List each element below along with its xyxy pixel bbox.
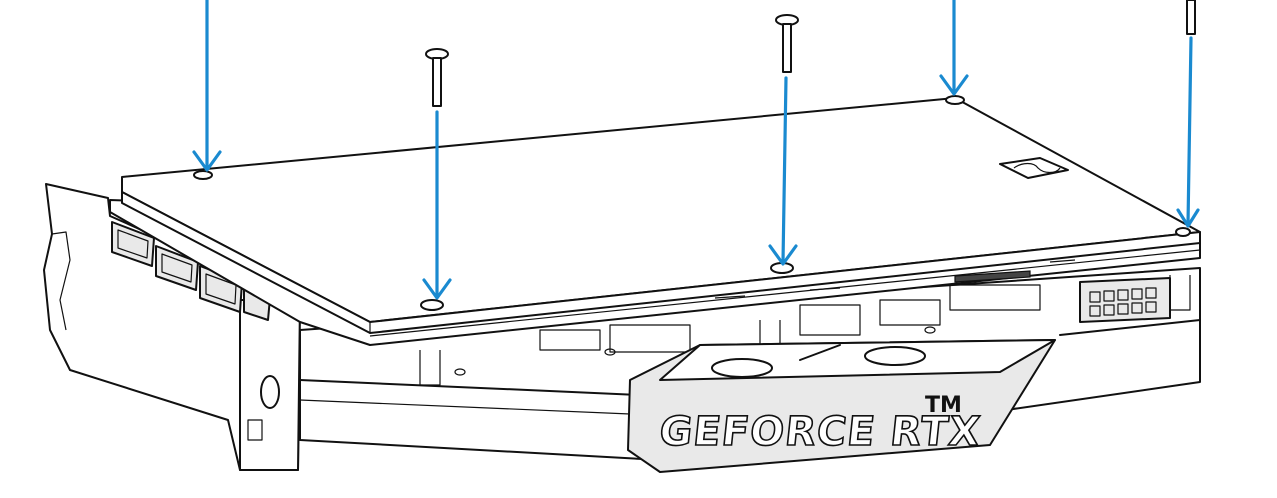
screw-hole-1 bbox=[193, 170, 213, 180]
screw-3 bbox=[1186, 0, 1196, 35]
screw-hole-4 bbox=[420, 299, 444, 311]
brand-label: GEFORCE RTX bbox=[657, 409, 983, 455]
arrow-2 bbox=[422, 110, 452, 300]
display-port-1 bbox=[111, 221, 155, 267]
terminal-block: GEFORCE RTX TM bbox=[627, 339, 1056, 473]
port-opening-1 bbox=[711, 358, 773, 378]
arrow-4 bbox=[939, 0, 969, 96]
trademark-label: TM bbox=[925, 393, 962, 418]
display-port-2 bbox=[155, 245, 199, 291]
arrow-5 bbox=[1176, 36, 1200, 228]
screw-hole-3 bbox=[1175, 227, 1191, 237]
screw-hole-2 bbox=[945, 95, 965, 105]
pcie-bracket bbox=[43, 183, 301, 471]
screw-2 bbox=[775, 14, 799, 73]
power-connector bbox=[1079, 277, 1171, 323]
port-opening-2 bbox=[864, 346, 926, 366]
backplate-logo bbox=[999, 157, 1069, 179]
arrow-1 bbox=[192, 0, 222, 172]
arrow-3 bbox=[768, 76, 798, 266]
backplate bbox=[121, 95, 1201, 334]
screw-1 bbox=[425, 48, 449, 107]
